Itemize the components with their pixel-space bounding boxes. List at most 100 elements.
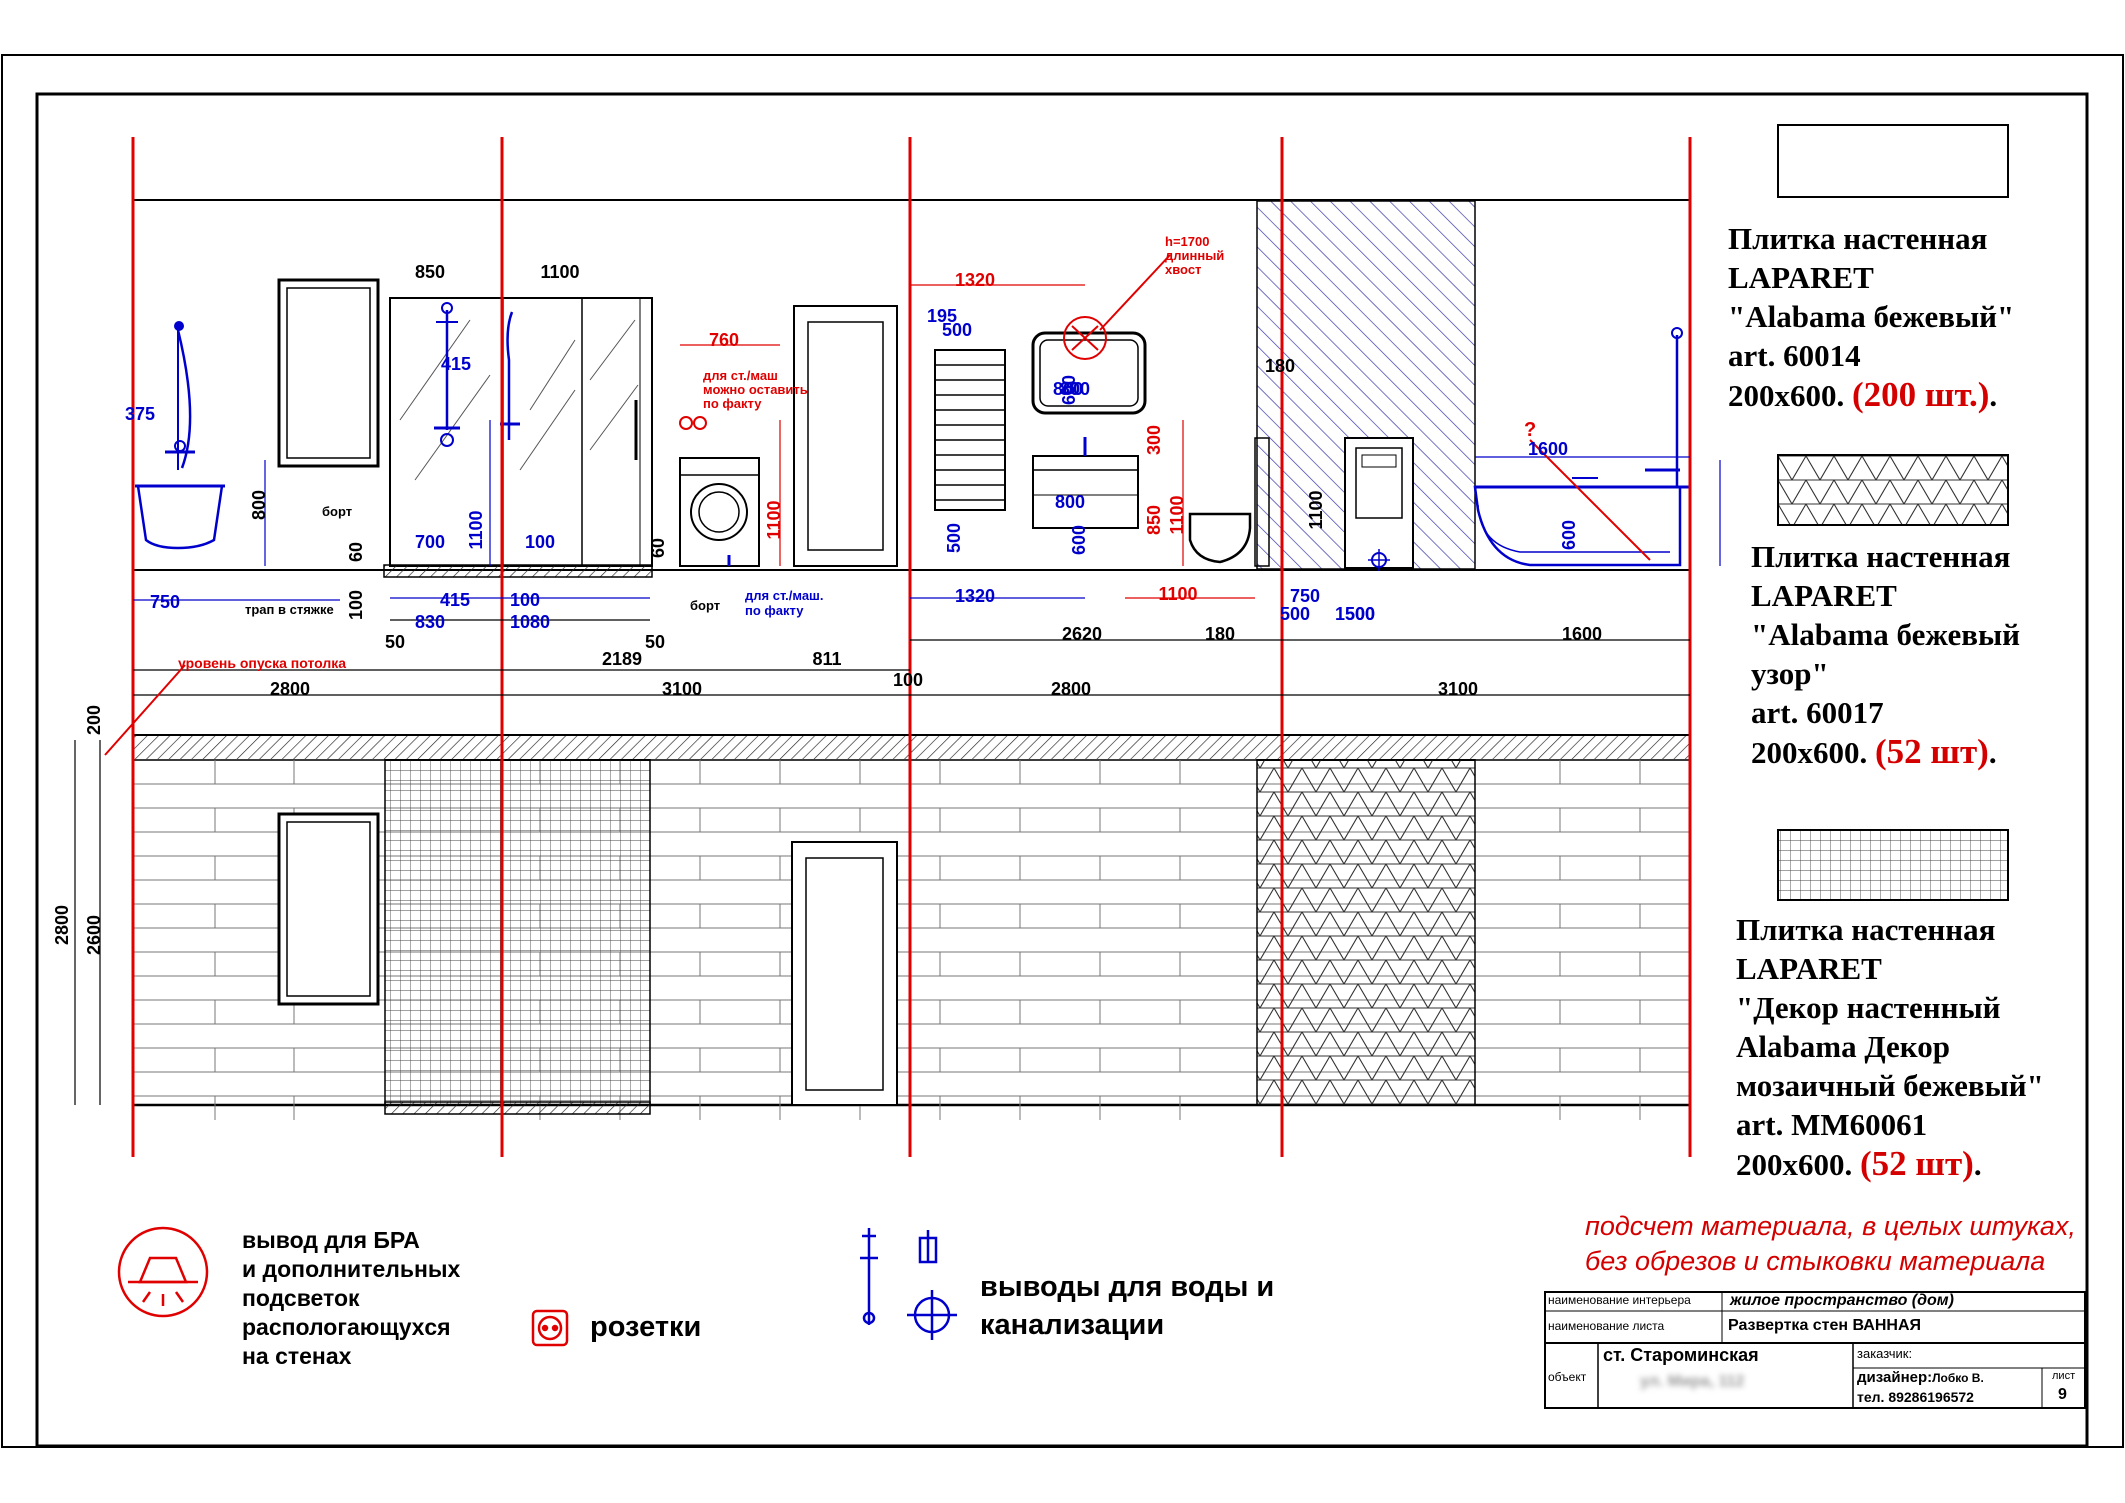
pattern-tile-zone: [1256, 759, 1476, 1106]
dimension-value: 1100: [1306, 490, 1326, 529]
text-line: канализации: [980, 1309, 1165, 1341]
bottom-elevation: [132, 734, 1691, 1120]
mirror-right: [1031, 331, 1147, 415]
dimension-value: 1100: [1167, 495, 1187, 534]
dimension-lines: [74, 284, 1721, 1105]
annotation: для ст./маш: [703, 368, 778, 383]
dimension-value: 600: [1559, 520, 1579, 550]
swatch-line: мозаичный бежевый": [1736, 1068, 2044, 1103]
swatch-line: Плитка настенная: [1736, 912, 1996, 947]
text-line: подсчет материала, в целых штуках,: [1585, 1211, 2076, 1241]
swatch-mosaic: [1777, 829, 2009, 901]
dimension-value: 50: [645, 632, 665, 652]
blue-notes: для ст./маш.по факту: [745, 588, 824, 618]
dimension-value: 415: [441, 354, 471, 374]
tb-object-value: ст. Староминская: [1603, 1345, 1759, 1365]
dimension-value: 2800: [1051, 679, 1091, 699]
dimension-value: 1100: [764, 500, 784, 539]
legend-water: выводы для воды и канализации: [980, 1268, 1274, 1344]
red-leaders: [104, 254, 1651, 756]
annotation: можно оставить: [703, 382, 808, 397]
annotation: h=1700: [1165, 234, 1209, 249]
dimension-value: 1100: [1158, 584, 1197, 604]
dimension-value: 500: [942, 320, 972, 340]
text-line: вывод для БРА: [242, 1227, 420, 1253]
black-notes: борт борт трап в стяжке: [245, 504, 720, 617]
material-note: подсчет материала, в целых штуках, без об…: [1585, 1209, 2076, 1279]
annotation: трап в стяжке: [245, 602, 334, 617]
dimension-value: 60: [648, 538, 668, 558]
mirror-bottom: [277, 812, 380, 1006]
towel-radiator: [934, 349, 1006, 511]
toilet-installation: [1344, 437, 1414, 569]
tb-interior-label: наименование интерьера: [1548, 1293, 1691, 1307]
dimension-value: 800: [1053, 379, 1083, 399]
dimension-value: 850: [415, 262, 445, 282]
dimension-value: 100: [346, 590, 366, 620]
dimension-value: 1320: [955, 270, 995, 290]
basin-left: [136, 484, 224, 550]
dimension-value: 375: [125, 404, 155, 424]
swatch-line: "Alabama бежевый": [1728, 299, 2015, 334]
annotation: для ст./маш.: [745, 588, 824, 603]
text-line: и дополнительных: [242, 1256, 461, 1282]
door-bottom: [791, 841, 898, 1106]
dimension-value: 1100: [540, 262, 579, 282]
dimension-value: 1600: [1528, 439, 1568, 459]
inner-frame: [35, 92, 2089, 1448]
annotation: борт: [322, 504, 352, 519]
dimension-value: 415: [440, 590, 470, 610]
dimension-value: 60: [346, 542, 366, 562]
dimension-value: 760: [709, 330, 739, 350]
vanity: [1032, 455, 1139, 529]
dimension-value: 2620: [1062, 624, 1102, 644]
dimension-value: 1100: [466, 510, 486, 549]
mosaic-shower-zone: [384, 759, 651, 1106]
tb-address-value: ул. Мира, 112: [1640, 1373, 1745, 1390]
swatch-line: Alabama Декор: [1736, 1029, 1950, 1064]
swatch-line: узор": [1751, 656, 1829, 691]
text-line: выводы для воды и: [980, 1271, 1275, 1303]
dimension-value: 1600: [1562, 624, 1602, 644]
dimension-value: 800: [1055, 492, 1085, 512]
tb-phone: тел. 89286196572: [1857, 1389, 1974, 1405]
swatch-line: LAPARET: [1736, 951, 1882, 986]
tb-page-number: 9: [2058, 1386, 2067, 1403]
dimension-value: 500: [944, 523, 964, 553]
socket-icon: [531, 1309, 569, 1347]
annotation: по факту: [703, 396, 762, 411]
dimension-value: 830: [415, 612, 445, 632]
annotation: борт: [690, 598, 720, 613]
dimension-value: 850: [1144, 505, 1164, 535]
bra-icon: [117, 1226, 209, 1318]
annotation: по факту: [745, 603, 804, 618]
mirror-left: [277, 278, 380, 468]
dimension-value: 180: [1205, 624, 1235, 644]
dimension-value: 100: [510, 590, 540, 610]
swatch-line: LAPARET: [1751, 578, 1897, 613]
tb-object-label: объект: [1548, 1370, 1587, 1384]
dimension-value: 3100: [662, 679, 702, 699]
dimension-value: 800: [1060, 379, 1090, 399]
legend-sockets: розетки: [590, 1311, 702, 1343]
annotation: хвост: [1165, 262, 1201, 277]
dimension-value: 500: [1280, 604, 1310, 624]
dimension-value: 300: [1144, 425, 1164, 455]
tb-page-label: лист: [2052, 1370, 2076, 1382]
swatch-pattern: [1777, 454, 2009, 526]
water-outlet-icon: [860, 1228, 957, 1340]
dimension-value: 200: [84, 705, 104, 735]
swatch-line: "Декор настенный: [1736, 990, 2001, 1025]
dimension-value: 100: [525, 532, 555, 552]
swatch-size: 200x600. (52 шт).: [1736, 1144, 1982, 1183]
tb-interior-value: жилое пространство (дом): [1730, 1292, 1954, 1309]
washing-machine: [679, 457, 760, 567]
text-line: без обрезов и стыковки материала: [1585, 1246, 2046, 1276]
text-line: подсветок: [242, 1285, 360, 1311]
dimension-value: 700: [415, 532, 445, 552]
shower-tray: [383, 564, 653, 578]
